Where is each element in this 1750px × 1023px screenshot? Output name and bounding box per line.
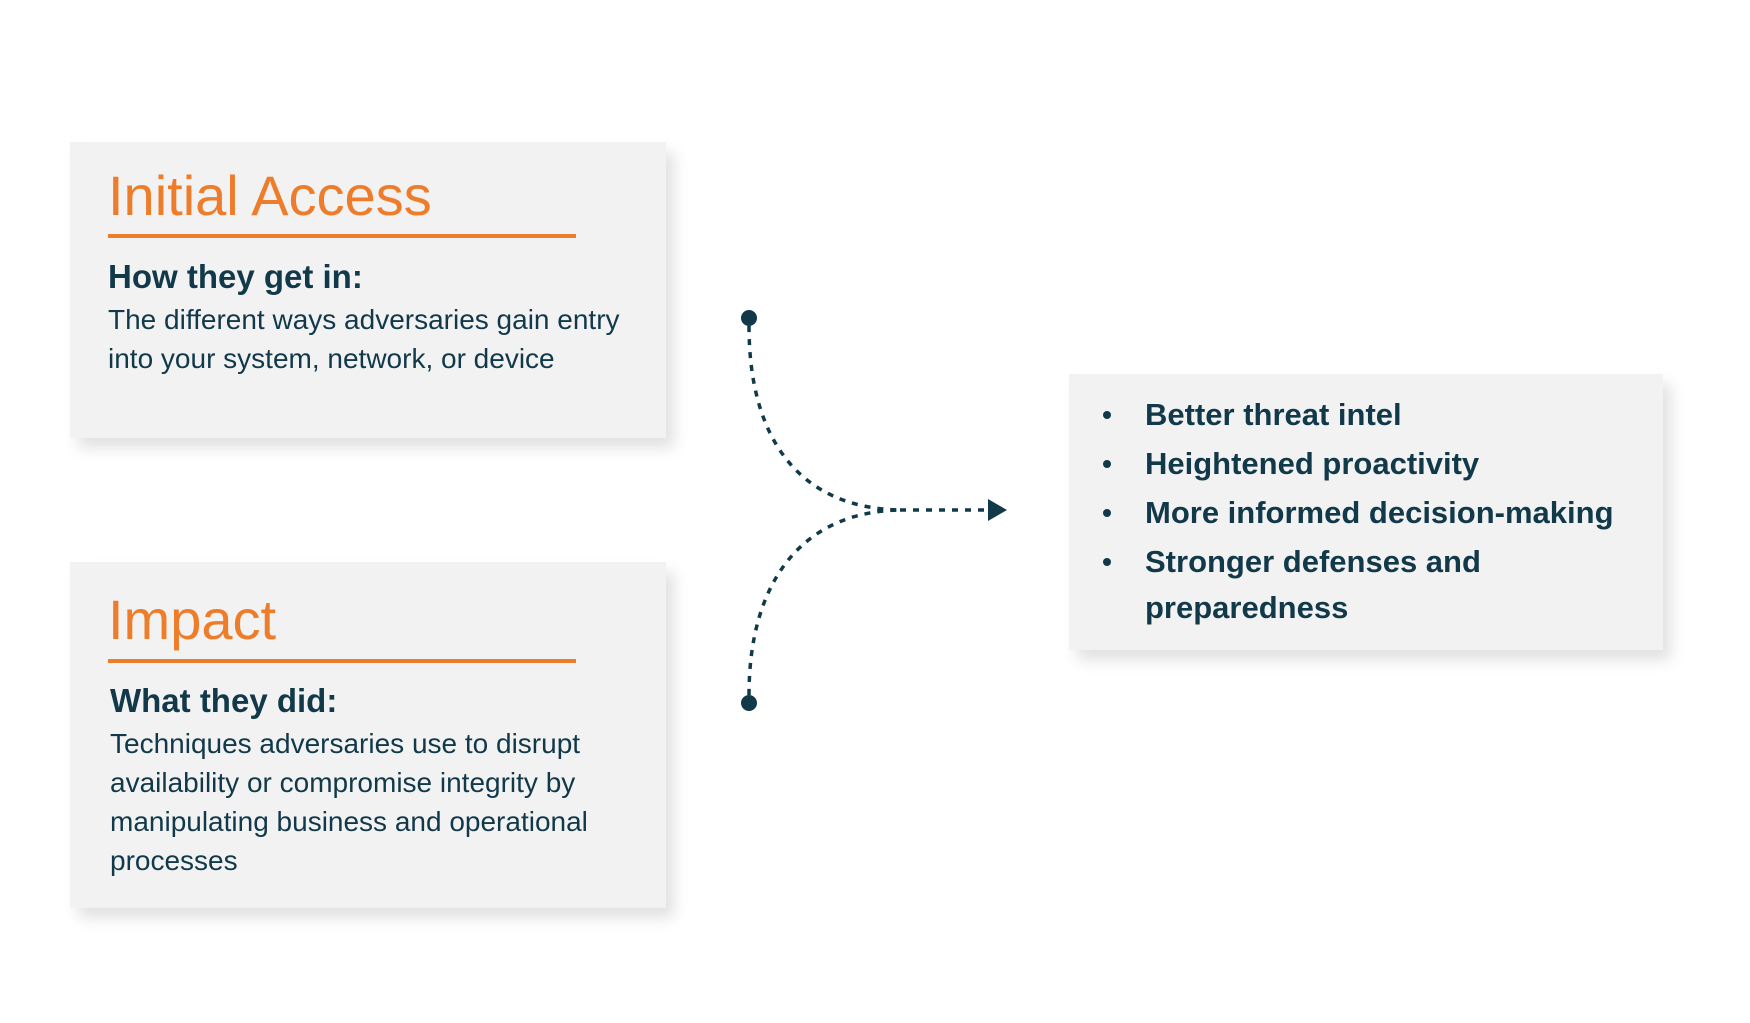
bullet-icon bbox=[1103, 460, 1111, 468]
initial-access-title-underline bbox=[108, 234, 576, 238]
bullet-icon bbox=[1103, 558, 1111, 566]
initial-access-description: The different ways adversaries gain entr… bbox=[108, 304, 620, 374]
impact-card: Impact What they did: Techniques adversa… bbox=[70, 562, 666, 908]
impact-title-underline bbox=[108, 659, 576, 663]
initial-access-card: Initial Access How they get in: The diff… bbox=[70, 142, 666, 438]
bullet-icon bbox=[1103, 509, 1111, 517]
initial-access-title: Initial Access bbox=[108, 164, 432, 227]
outcome-item: Stronger defenses and preparedness bbox=[1103, 539, 1653, 631]
connector-path-bottom bbox=[747, 508, 901, 696]
outcome-item: Heightened proactivity bbox=[1103, 441, 1653, 487]
outcome-text: Better threat intel bbox=[1145, 397, 1402, 432]
outcomes-card: Better threat intel Heightened proactivi… bbox=[1069, 374, 1663, 650]
connector-start-dot-bottom bbox=[741, 695, 757, 711]
initial-access-subtitle: How they get in: bbox=[108, 258, 363, 295]
outcome-text: More informed decision-making bbox=[1145, 495, 1614, 530]
connector-start-dot-top bbox=[741, 310, 757, 326]
outcomes-list: Better threat intel Heightened proactivi… bbox=[1103, 392, 1653, 634]
bullet-icon bbox=[1103, 411, 1111, 419]
impact-description: Techniques adversaries use to disrupt av… bbox=[110, 728, 588, 876]
impact-title: Impact bbox=[108, 588, 277, 651]
impact-subtitle: What they did: bbox=[110, 682, 338, 719]
arrowhead-icon bbox=[988, 499, 1007, 521]
outcome-text: Heightened proactivity bbox=[1145, 446, 1480, 481]
outcome-item: Better threat intel bbox=[1103, 392, 1653, 438]
outcome-text: Stronger defenses and preparedness bbox=[1145, 544, 1481, 625]
outcome-item: More informed decision-making bbox=[1103, 490, 1653, 536]
connector-path-top bbox=[747, 325, 901, 512]
